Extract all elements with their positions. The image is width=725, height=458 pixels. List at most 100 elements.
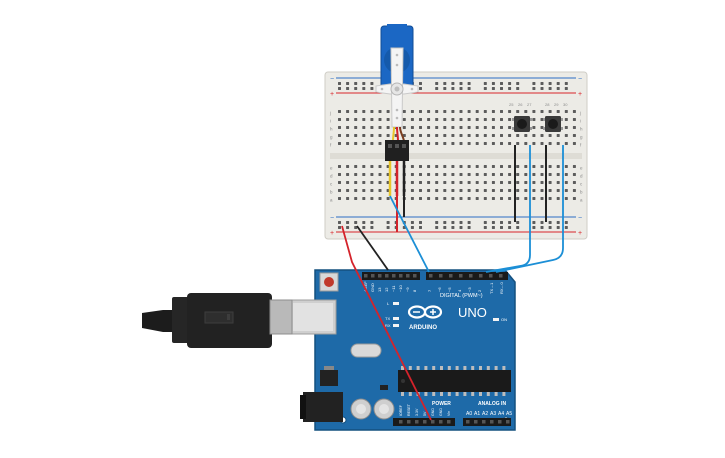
breadboard-hole <box>410 110 414 113</box>
pin-label: 13 <box>377 287 382 292</box>
breadboard-hole <box>508 173 512 176</box>
pin-label: GND <box>431 408 435 416</box>
push-button-icon[interactable] <box>512 116 532 132</box>
breadboard-hole <box>467 134 471 137</box>
chip-pin <box>455 366 459 370</box>
chip-pin <box>401 366 404 370</box>
breadboard-hole <box>386 197 390 200</box>
breadboard-hole <box>443 197 447 200</box>
analog-header-label: ANALOG IN <box>478 401 506 407</box>
board-model-label: UNO <box>458 305 487 320</box>
breadboard-hole <box>378 173 382 176</box>
led-l <box>393 302 399 305</box>
breadboard-hole <box>427 118 431 121</box>
breadboard-hole <box>508 189 512 192</box>
breadboard-hole <box>500 189 503 192</box>
breadboard-hole <box>491 142 495 145</box>
breadboard-hole <box>491 197 495 200</box>
breadboard-hole <box>572 165 576 168</box>
breadboard-hole <box>354 134 358 137</box>
breadboard-hole <box>500 82 503 85</box>
breadboard-hole <box>410 165 414 168</box>
breadboard-hole <box>532 173 536 176</box>
breadboard-hole <box>500 181 503 184</box>
breadboard-hole <box>427 126 431 129</box>
header-digital-low <box>426 272 508 280</box>
header-hole <box>447 420 451 424</box>
breadboard-hole <box>508 126 512 129</box>
breadboard-hole <box>459 189 463 192</box>
breadboard-hole <box>508 82 512 85</box>
header-hole <box>469 274 473 278</box>
breadboard-hole <box>500 197 503 200</box>
header-hole <box>406 274 410 278</box>
breadboard-hole <box>540 142 544 145</box>
reset-button-icon[interactable] <box>319 272 339 292</box>
pin-label: AREF <box>363 281 368 292</box>
breadboard-hole <box>483 226 487 229</box>
breadboard-hole <box>564 173 568 176</box>
breadboard-hole <box>443 181 447 184</box>
servo-motor-icon[interactable] <box>375 24 419 161</box>
breadboard-hole <box>524 189 528 192</box>
rail-minus-bottom-right: − <box>578 215 582 222</box>
breadboard-hole <box>540 87 544 90</box>
breadboard-hole <box>491 165 495 168</box>
header-hole <box>449 274 453 278</box>
breadboard-hole <box>572 134 576 137</box>
breadboard-hole <box>370 173 374 176</box>
breadboard-hole <box>556 110 560 113</box>
breadboard-hole <box>491 110 495 113</box>
breadboard-hole <box>378 142 382 145</box>
breadboard-hole <box>443 134 447 137</box>
breadboard-hole <box>491 87 495 90</box>
digital-header-label: DIGITAL (PWM~) <box>440 293 483 299</box>
breadboard-hole <box>572 110 576 113</box>
row-letter: j <box>579 111 581 116</box>
col-number: 25 <box>509 102 514 107</box>
breadboard-hole <box>402 110 406 113</box>
breadboard-channel <box>330 153 582 159</box>
breadboard-hole <box>346 221 350 224</box>
small-chip <box>380 385 388 390</box>
breadboard-hole <box>338 165 341 168</box>
breadboard-hole <box>540 134 544 137</box>
breadboard-hole <box>556 197 560 200</box>
breadboard-hole <box>435 197 439 200</box>
push-button-icon[interactable] <box>543 116 563 132</box>
chip-pin <box>494 392 498 396</box>
breadboard-hole <box>548 181 552 184</box>
header-hole <box>431 420 435 424</box>
breadboard-hole <box>548 82 552 85</box>
breadboard-hole <box>362 142 366 145</box>
row-letter: h <box>330 127 333 132</box>
breadboard-hole <box>346 142 350 145</box>
breadboard-hole <box>427 197 431 200</box>
arduino-uno-board[interactable]: AREF GND 13 12 ~11 ~10 ~9 8 7 ~6 ~5 4 ~3… <box>289 269 516 431</box>
breadboard-hole <box>378 197 382 200</box>
header-hole <box>371 274 375 278</box>
breadboard-hole <box>572 142 576 145</box>
row-letter: d <box>580 174 583 179</box>
breadboard-hole <box>370 142 374 145</box>
col-number: 28 <box>545 102 550 107</box>
breadboard-hole <box>451 173 455 176</box>
breadboard-hole <box>435 173 439 176</box>
breadboard-hole <box>419 142 422 145</box>
breadboard-hole <box>467 221 471 224</box>
breadboard-hole <box>443 173 447 176</box>
breadboard-hole <box>427 110 431 113</box>
breadboard-hole <box>386 226 390 229</box>
pin-label: ~6 <box>437 287 442 292</box>
breadboard-hole <box>435 181 439 184</box>
pin-label: 3.3V <box>415 408 419 416</box>
breadboard-hole <box>459 126 463 129</box>
breadboard-hole <box>451 87 455 90</box>
breadboard-hole <box>346 173 350 176</box>
breadboard-hole <box>508 134 512 137</box>
analog-pin-labels: A0 A1 A2 A3 A4 A5 <box>466 411 512 417</box>
header-hole <box>499 274 503 278</box>
header-hole <box>399 420 403 424</box>
breadboard-hole <box>491 189 495 192</box>
col-number: 29 <box>554 102 559 107</box>
